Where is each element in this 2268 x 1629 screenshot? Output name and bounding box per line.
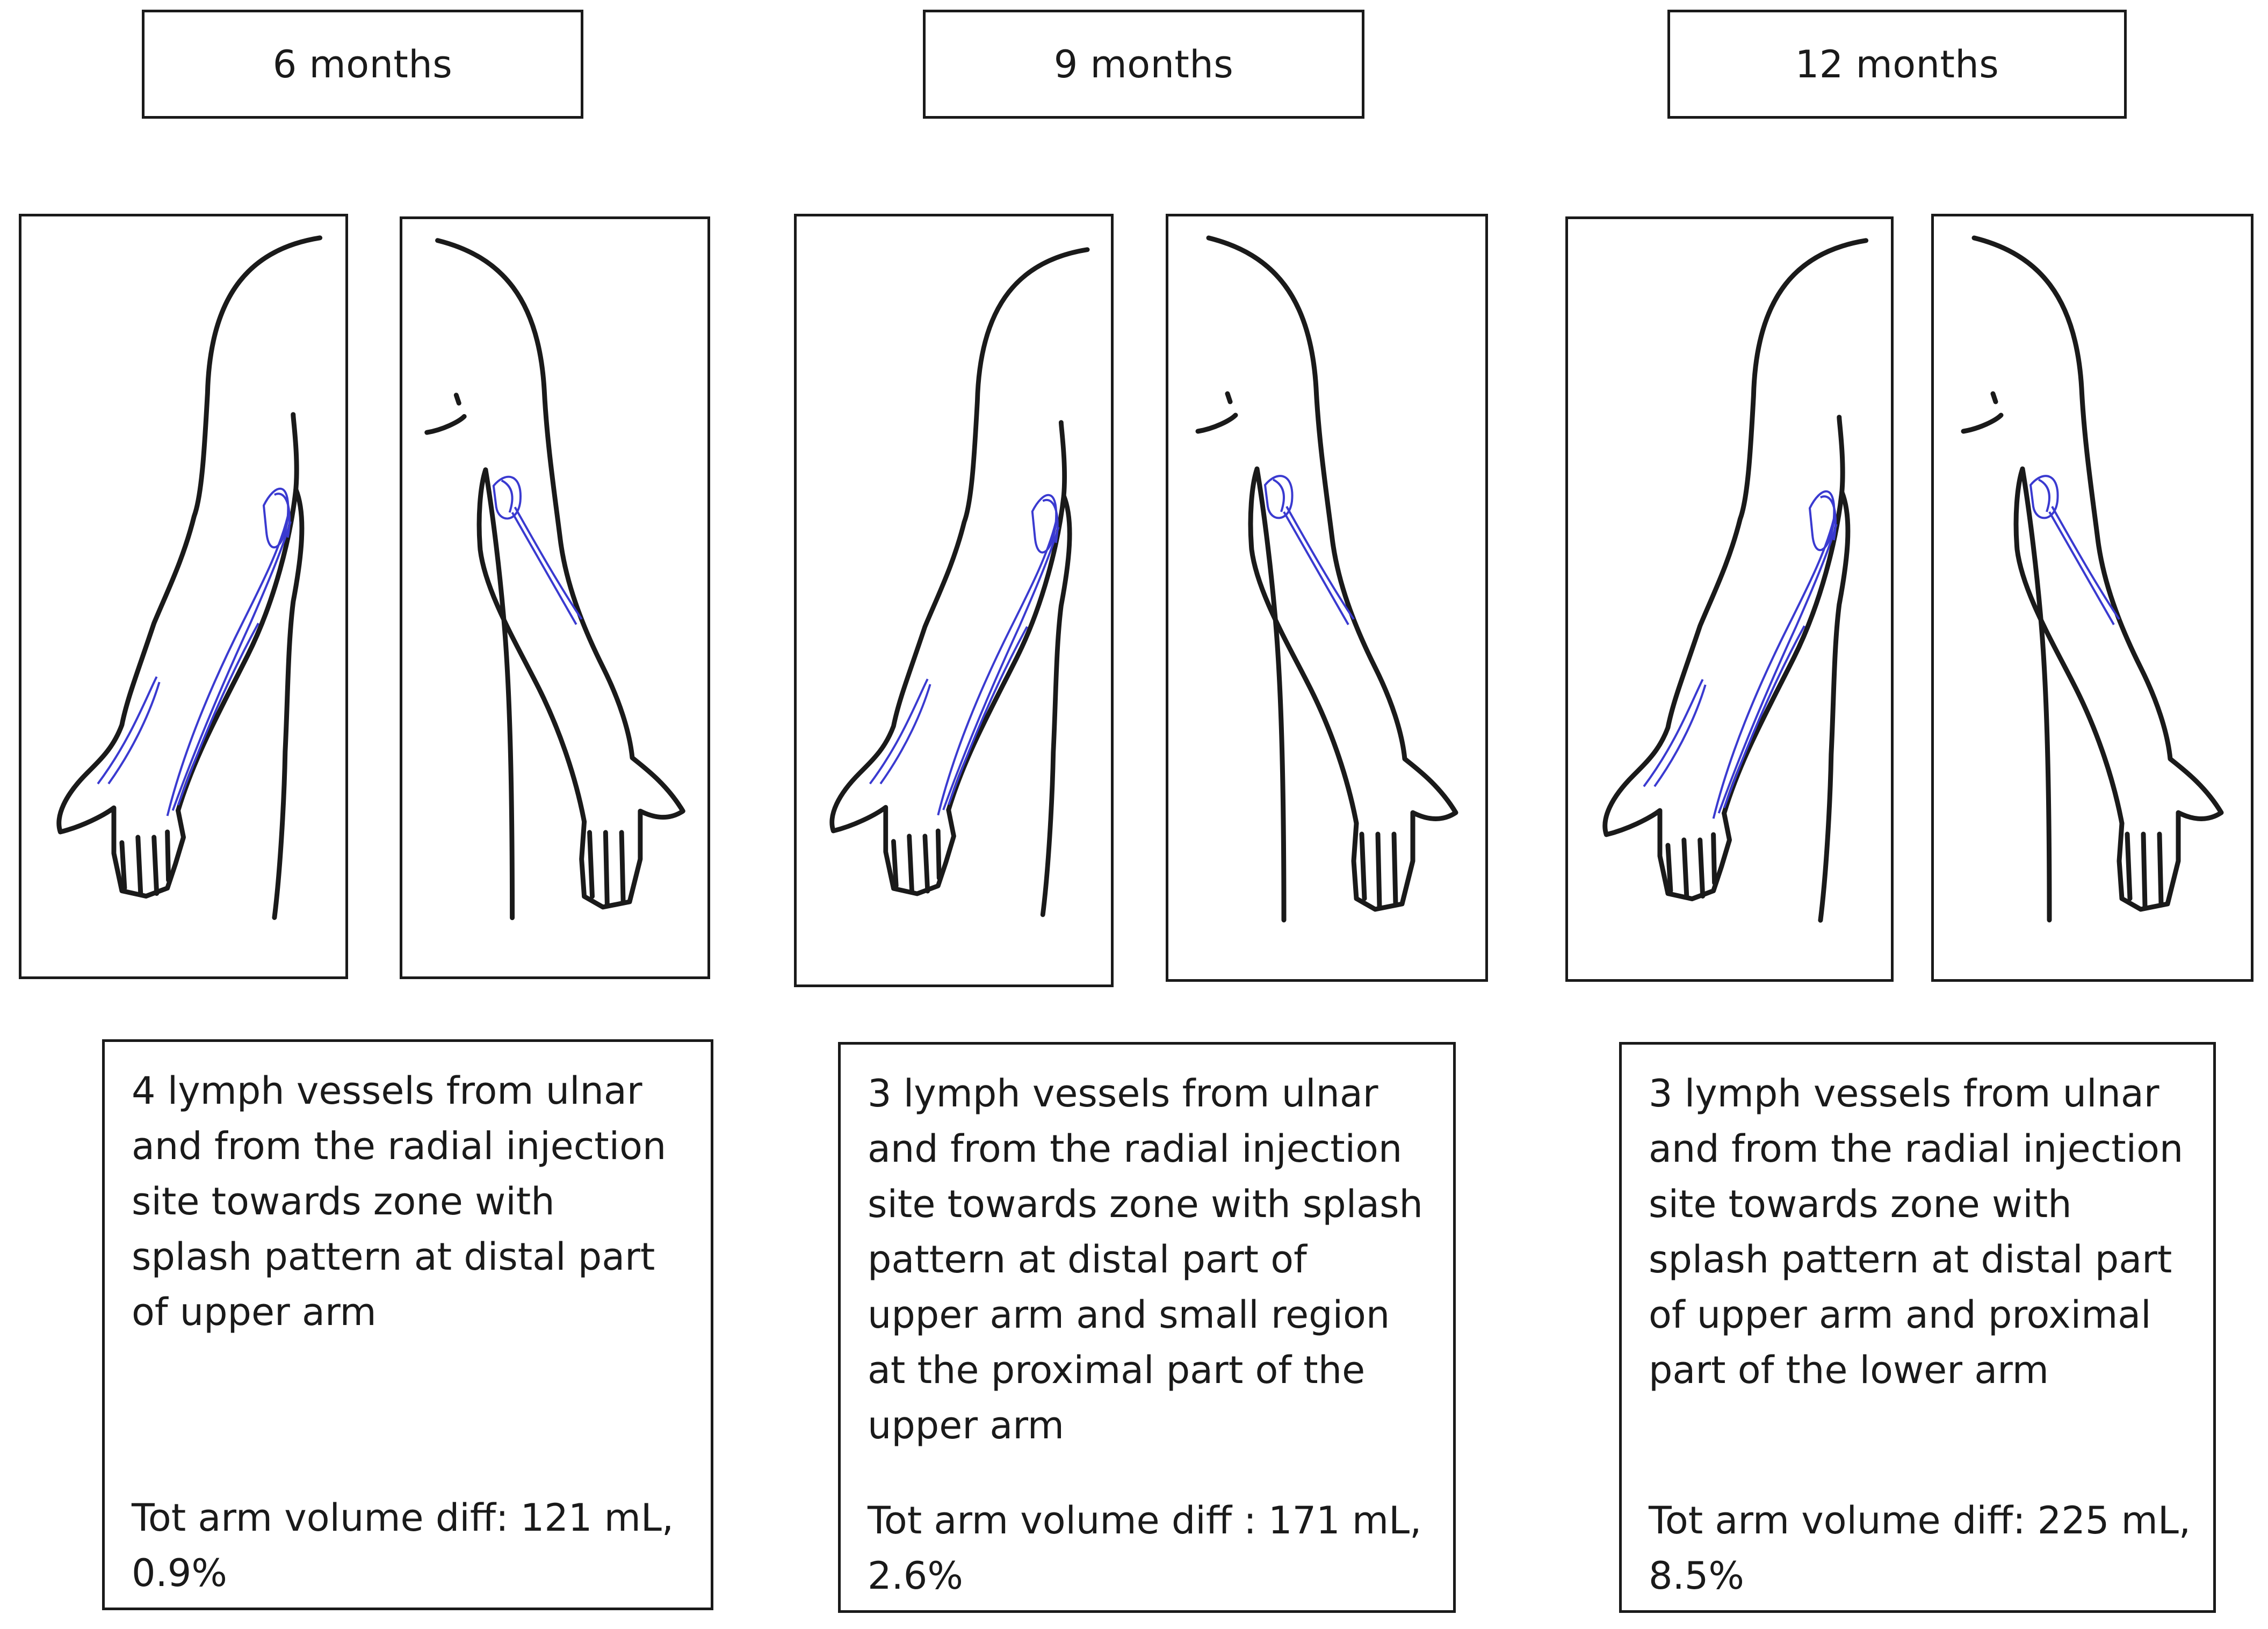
header-12-months: 12 months [1667,10,2127,119]
volume-difference-line2: 8.5% [1649,1554,1744,1598]
volume-difference-line2: 0.9% [132,1551,227,1595]
description-12-months: 3 lymph vessels from ulnar and from the … [1619,1042,2216,1613]
description-text: 4 lymph vessels from ulnar and from the … [132,1069,667,1334]
arm-front-view-12-months [1565,216,1894,982]
volume-difference-line2: 2.6% [868,1554,963,1598]
description-text: 3 lymph vessels from ulnar and from the … [1649,1071,2184,1392]
header-6-months: 6 months [142,10,583,119]
arm-back-view-9-months [1166,214,1488,982]
arm-back-view-drawing-icon [1934,216,2251,979]
arm-back-view-drawing-icon [402,219,707,976]
arm-front-view-drawing-icon [21,216,345,976]
arm-front-view-drawing-icon [1568,219,1891,979]
volume-difference: Tot arm volume diff : 171 mL, 2.6% [868,1493,1437,1604]
arm-back-view-12-months [1931,214,2253,982]
volume-difference: Tot arm volume diff: 121 mL, 0.9% [132,1490,695,1601]
description-9-months: 3 lymph vessels from ulnar and from the … [838,1042,1456,1613]
description-text: 3 lymph vessels from ulnar and from the … [868,1071,1423,1447]
arm-back-view-drawing-icon [1168,216,1485,979]
volume-difference-line1: Tot arm volume diff: 225 mL, [1649,1498,2191,1543]
arm-back-view-6-months [400,216,710,979]
volume-difference-line1: Tot arm volume diff: 121 mL, [132,1496,674,1540]
arm-front-view-9-months [794,214,1114,987]
volume-difference: Tot arm volume diff: 225 mL, 8.5% [1649,1493,2197,1604]
arm-front-view-drawing-icon [797,216,1111,984]
arm-front-view-6-months [19,214,348,979]
description-6-months: 4 lymph vessels from ulnar and from the … [102,1039,713,1610]
header-9-months: 9 months [923,10,1364,119]
volume-difference-line1: Tot arm volume diff : 171 mL, [868,1498,1422,1543]
